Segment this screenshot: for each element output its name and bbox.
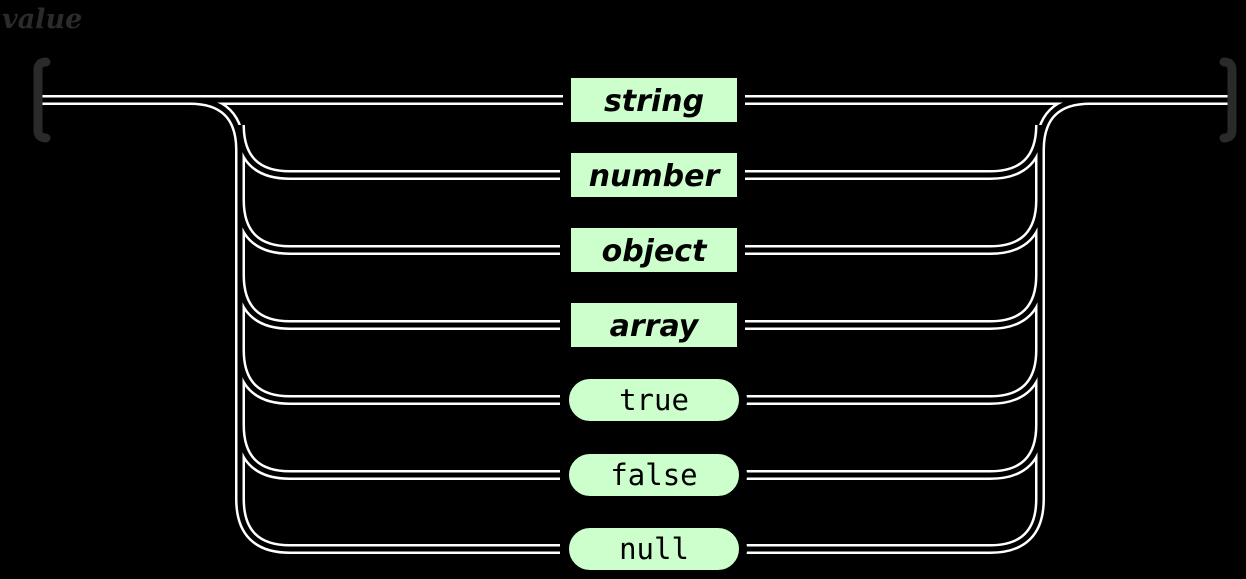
alternative-string[interactable]: string (563, 70, 745, 130)
alternative-false-box[interactable] (561, 446, 747, 504)
alternative-false[interactable]: false (561, 446, 747, 504)
alternative-true[interactable]: true (561, 371, 747, 429)
track-group (40, 95, 1230, 554)
alternative-number-box[interactable] (563, 145, 745, 205)
alternative-number-label: number (589, 159, 722, 194)
alternative-true-label: true (619, 383, 689, 417)
terminal-bars-group (33, 57, 1237, 143)
alternative-object-box[interactable] (563, 220, 745, 280)
alternative-null-box[interactable] (561, 520, 747, 578)
alternative-true-box[interactable] (561, 371, 747, 429)
end-terminal-bar (1219, 57, 1237, 143)
diagram-title: value (2, 4, 82, 35)
alternative-array-label: array (610, 309, 700, 344)
alternative-null[interactable]: null (561, 520, 747, 578)
alternative-number[interactable]: number (563, 145, 745, 205)
alternative-string-label: string (604, 84, 704, 119)
alternative-array-box[interactable] (563, 295, 745, 355)
alternative-string-box[interactable] (563, 70, 745, 130)
alternative-object-label: object (602, 234, 708, 269)
alternative-false-label: false (610, 458, 697, 492)
alternative-object[interactable]: object (563, 220, 745, 280)
alternative-null-label: null (619, 532, 689, 566)
alternative-array[interactable]: array (563, 295, 745, 355)
start-terminal-bar (33, 57, 51, 143)
